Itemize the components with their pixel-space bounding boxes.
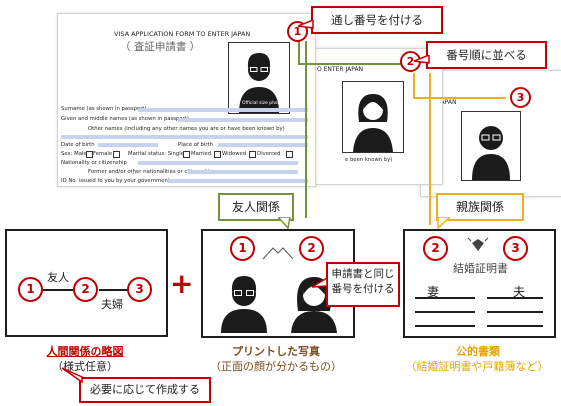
application-form-3: ER JAPAN [420,70,561,197]
man-silhouette-icon [472,126,510,180]
field-id-number: ID No. issued to you by your government [61,178,170,184]
field-marital-married: Married [191,151,212,157]
man-silhouette-icon [221,276,267,333]
green-connector-1-to-2 [298,41,410,65]
callout-order: 番号順に並べる [426,41,547,69]
form-2-photo [342,81,404,153]
tag-friend: 友人関係 [218,193,294,221]
field-nationality: Nationality or citizenship [61,160,127,166]
field-former-nationalities: Former and/or other nationalities or cit… [88,169,216,175]
form-main-photo: Official size photo [228,42,290,114]
man-silhouette-icon [239,53,279,113]
male-checkbox[interactable] [86,151,93,158]
callout-optional-make: 必要に応じて作成する [79,377,211,403]
form-subtitle: （ 査証申請書 ） [120,41,201,53]
field-given-names: Given and middle names (as shown in pass… [61,116,189,122]
callout-serial: 通し番号を付ける [311,6,443,34]
photo-number-2: 2 [299,236,324,261]
field-date-of-birth: Date of birth [61,142,95,148]
label-friend: 友人 [47,271,69,284]
field-sex-female: Female [93,151,113,157]
application-form-main: VISA APPLICATION FORM TO ENTER JAPAN （ 査… [57,13,316,187]
tag-relative-pointer [437,217,450,229]
caption-left-sub: （様式任意） [52,360,118,373]
gold-connector-2-to-3 [413,73,506,99]
label-couple: 夫婦 [101,298,123,311]
callout-same-number-pointer [312,278,328,288]
field-place-of-birth: Place of birth [178,142,214,148]
married-checkbox[interactable] [214,151,221,158]
field-marital-widowed: Widowed [222,151,247,157]
diagram-node-2: 2 [73,277,98,302]
form-2-title: O ENTER JAPAN [317,66,364,73]
callout-serial-pointer [298,20,314,29]
field-other-names: Other names (including any other names y… [88,126,285,132]
field-surname: Surname (as shown in passport) [61,106,147,112]
form-3-photo [461,111,521,181]
diamond-ring-icon [467,237,489,251]
diagram-node-3: 3 [127,277,152,302]
callout-order-pointer [414,55,430,64]
plus-sign: + [170,267,194,300]
tag-relative: 親族関係 [436,193,524,221]
mountain-icon [262,247,294,260]
caption-right-sub: （結婚証明書や戸籍簿など） [405,360,549,373]
field-marital-single: Marital status: Single [128,151,184,157]
form-title: VISA APPLICATION FORM TO ENTER JAPAN [114,30,251,38]
relationship-lines [39,289,131,291]
doc-title: 結婚証明書 [453,262,508,275]
panel-photo [201,229,355,338]
caption-left-main: 人間関係の略図 [46,345,124,358]
caption-right-main: 公的書類 [456,345,500,358]
field-sex-male: Sex: Male [61,151,87,157]
photo-caption: Official size photo [242,101,283,106]
callout-optional-pointer [61,367,83,383]
label-wife: 妻 [427,285,440,299]
woman-silhouette-icon [353,94,393,152]
divorced-checkbox[interactable] [286,151,293,158]
caption-center-main: プリントした写真 [232,345,320,358]
single-checkbox[interactable] [183,151,190,158]
label-husband: 夫 [513,285,526,299]
application-form-2: O ENTER JAPAN e been known by) [306,48,443,185]
diagram-node-1: 1 [18,277,43,302]
form-2-field-fragment: e been known by) [345,157,393,163]
certificate-number-3: 3 [503,236,528,261]
photo-number-1: 1 [230,236,255,261]
tag-friend-pointer [278,217,291,229]
caption-center-sub: （正面の顔が分かるもの） [210,360,342,373]
female-checkbox[interactable] [113,151,120,158]
widowed-checkbox[interactable] [249,151,256,158]
number-badge-3: 3 [510,87,531,108]
field-marital-divorced: Divorced [257,151,281,157]
certificate-number-2: 2 [423,236,448,261]
callout-same-number: 申請書と同じ 番号を付ける [326,262,400,307]
